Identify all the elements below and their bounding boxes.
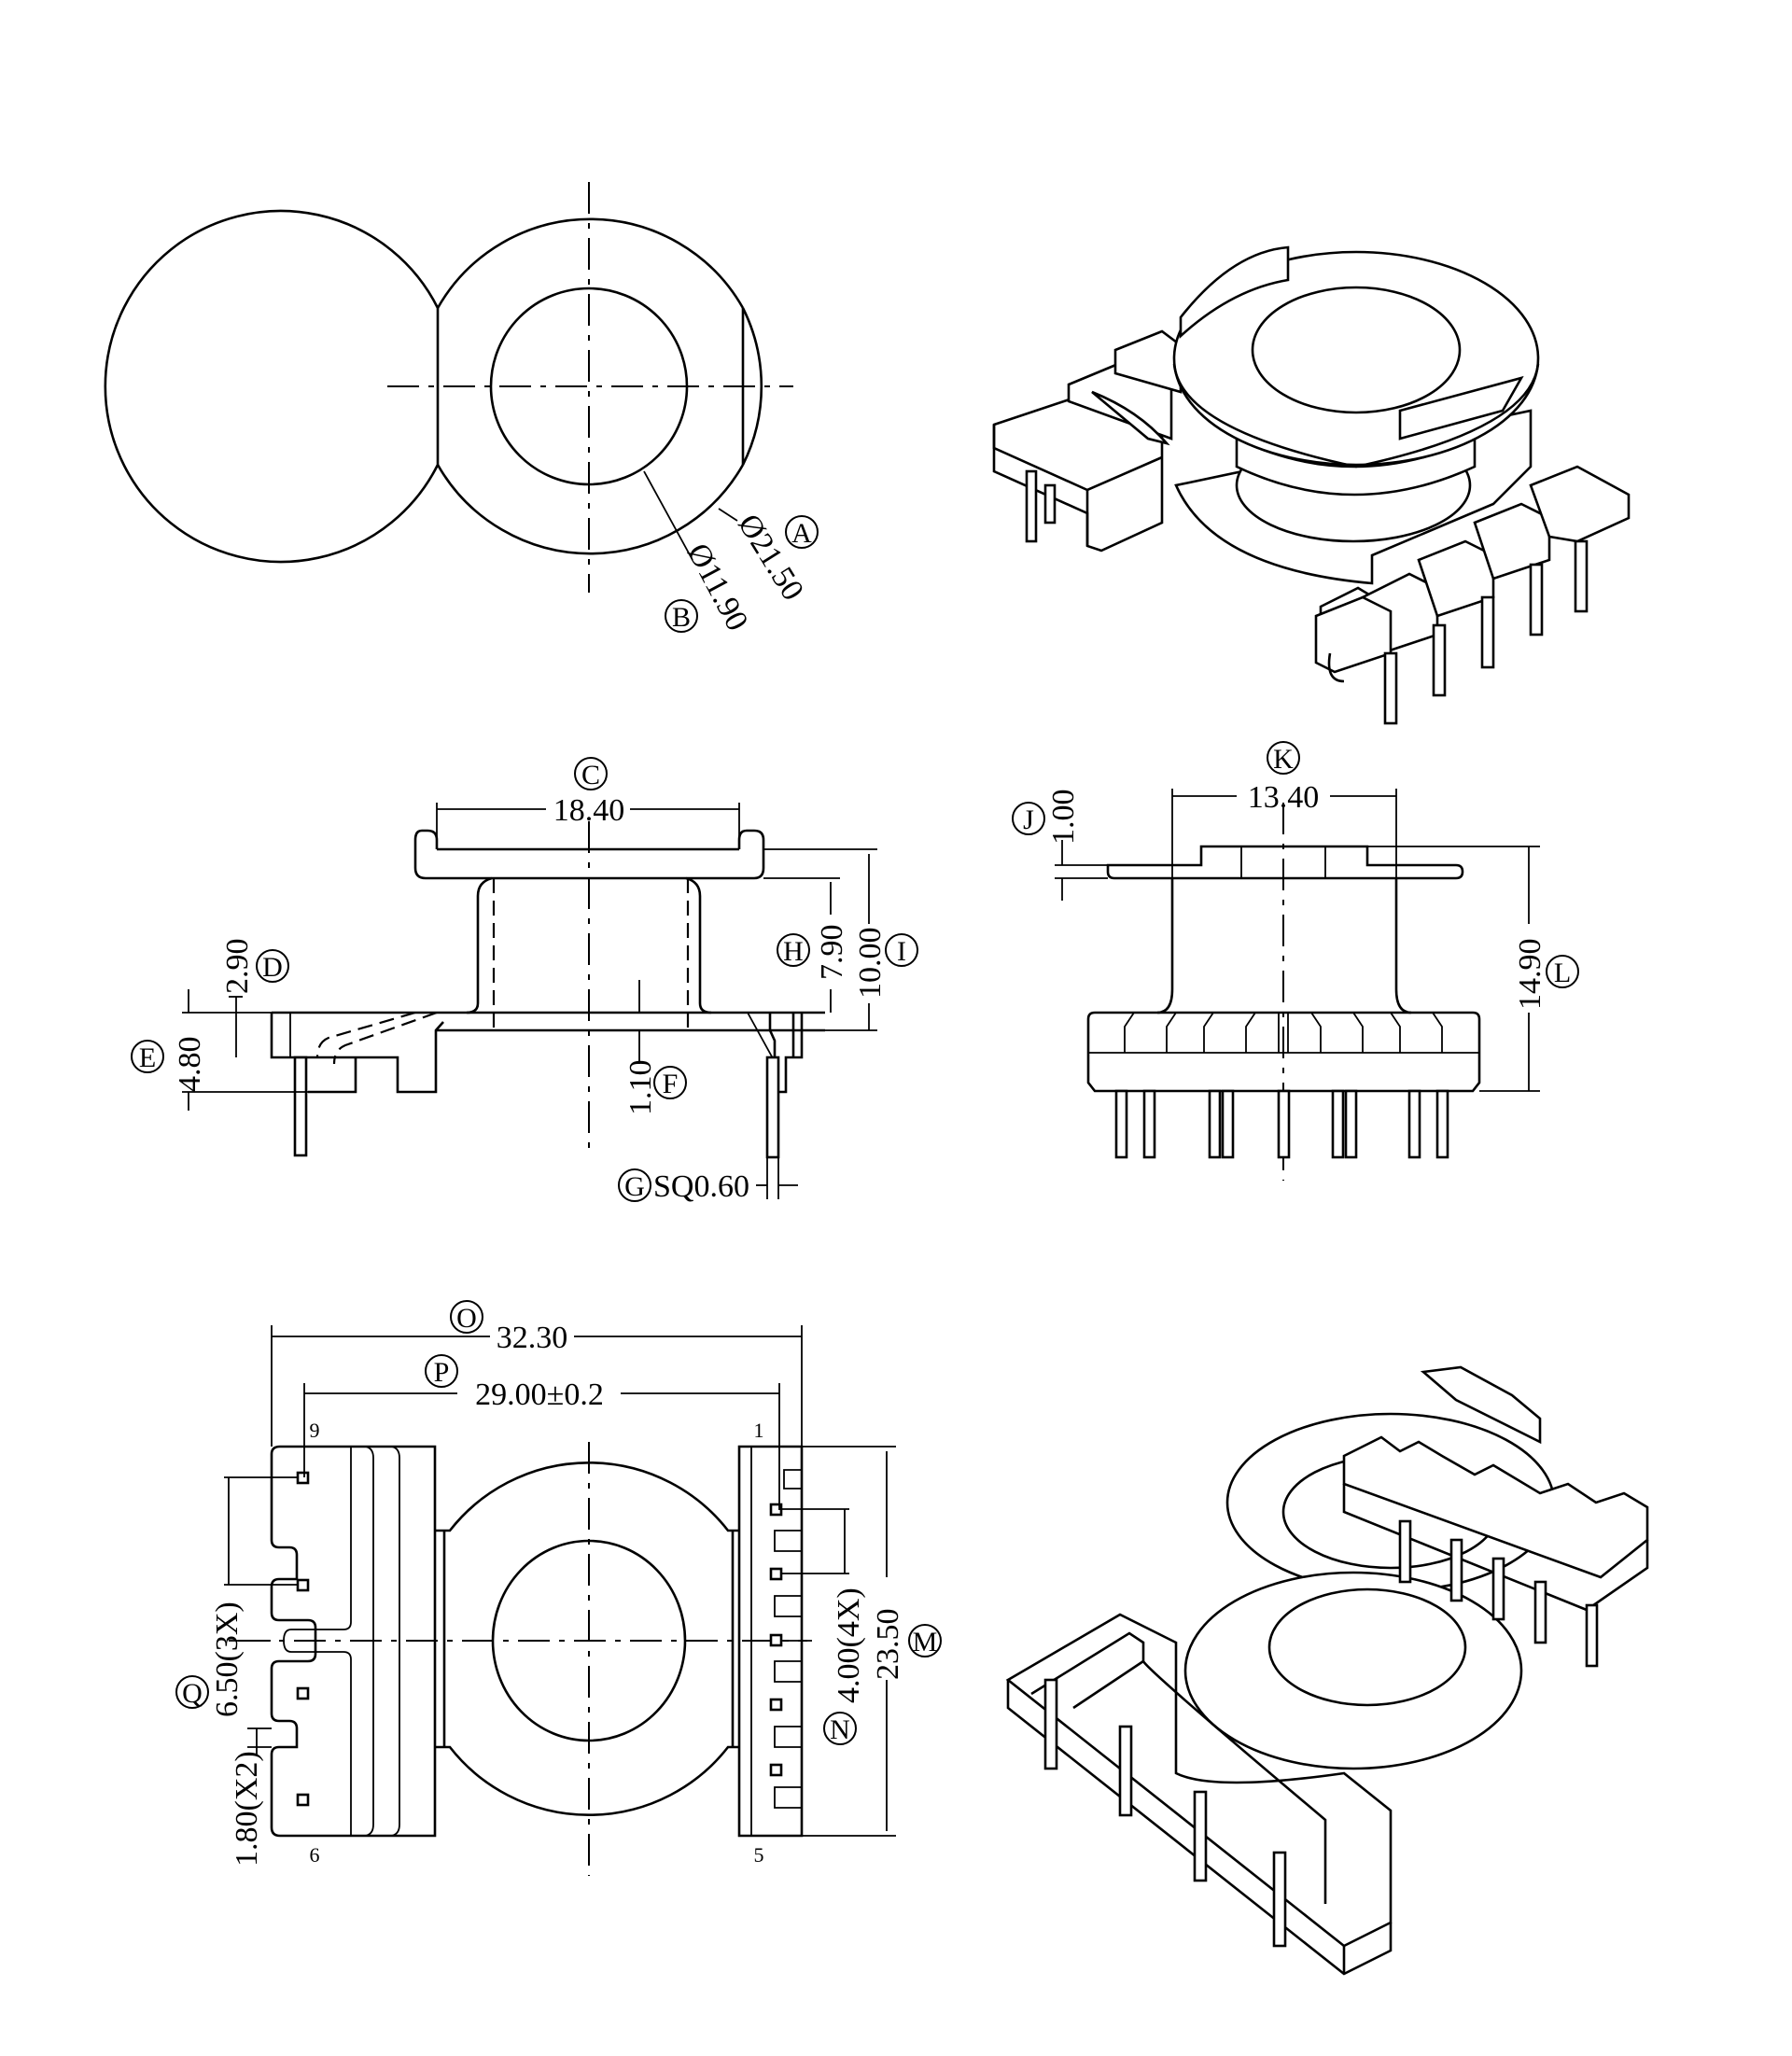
dim-j: 1.00 (1046, 790, 1081, 846)
dim-o: 32.30 (497, 1321, 568, 1355)
dim-g: SQ0.60 (653, 1169, 749, 1204)
svg-text:L: L (1554, 958, 1571, 988)
dim-e: 4.80 (173, 1037, 207, 1093)
svg-text:Q: Q (182, 1678, 203, 1709)
label-q: Q (175, 1675, 209, 1709)
svg-text:G: G (624, 1171, 645, 1202)
dim-h: 7.90 (815, 925, 849, 981)
pin-number-6: 6 (310, 1843, 320, 1867)
dim-i: 10.00 (853, 928, 888, 1000)
label-e: E (131, 1040, 164, 1073)
label-k: K (1267, 741, 1300, 775)
label-c: C (574, 757, 608, 790)
svg-text:K: K (1273, 744, 1294, 775)
svg-text:J: J (1023, 804, 1034, 835)
dim-p: 29.00±0.2 (475, 1378, 604, 1412)
svg-text:F: F (663, 1069, 679, 1099)
svg-text:I: I (897, 936, 906, 967)
label-a: A (785, 515, 819, 549)
dim-q: 6.50(3X) (210, 1601, 245, 1717)
svg-text:E: E (139, 1042, 156, 1073)
bottom-view: 9 1 6 5 32.30 O 29.00±0.2 P 23.50 M 4.00… (175, 1300, 942, 1876)
svg-text:M: M (913, 1627, 938, 1657)
dim-k: 13.40 (1248, 780, 1320, 815)
label-p: P (425, 1354, 458, 1388)
dim-q2: 1.80(X2) (230, 1751, 264, 1867)
label-f: F (653, 1066, 687, 1099)
label-d: D (256, 949, 289, 983)
isometric-view-top (992, 245, 1631, 725)
label-n: N (823, 1712, 857, 1745)
label-l: L (1546, 955, 1579, 988)
label-b: B (665, 599, 698, 633)
side-view: 13.40 K 1.00 J 14.90 L (1012, 741, 1579, 1181)
label-m: M (908, 1624, 942, 1657)
label-i: I (885, 933, 918, 967)
svg-text:B: B (672, 602, 691, 633)
top-view: A Ø21.50 Ø11.90 B (104, 182, 819, 636)
dim-n: 4.00(4X) (832, 1587, 866, 1703)
svg-text:O: O (456, 1303, 477, 1334)
front-view: 18.40 C 7.90 10.00 H I 2.90 D 4.80 E 1.1… (131, 757, 918, 1204)
dim-f: 1.10 (623, 1060, 658, 1116)
svg-text:N: N (830, 1714, 850, 1745)
label-g: G (618, 1168, 651, 1202)
isometric-view-bottom (1005, 1365, 1649, 1976)
dim-d: 2.90 (220, 939, 255, 995)
dim-c: 18.40 (553, 793, 625, 828)
svg-text:A: A (791, 518, 812, 549)
svg-text:D: D (262, 952, 283, 983)
svg-text:H: H (783, 936, 804, 967)
label-j: J (1012, 802, 1045, 835)
pin-number-1: 1 (754, 1419, 764, 1442)
dim-m: 23.50 (871, 1609, 905, 1681)
pin-number-5: 5 (754, 1843, 764, 1867)
svg-text:C: C (581, 760, 600, 790)
dim-l: 14.90 (1513, 939, 1547, 1011)
pin-number-9: 9 (310, 1419, 320, 1442)
label-h: H (777, 933, 810, 967)
label-o: O (450, 1300, 483, 1334)
svg-text:P: P (434, 1357, 450, 1388)
